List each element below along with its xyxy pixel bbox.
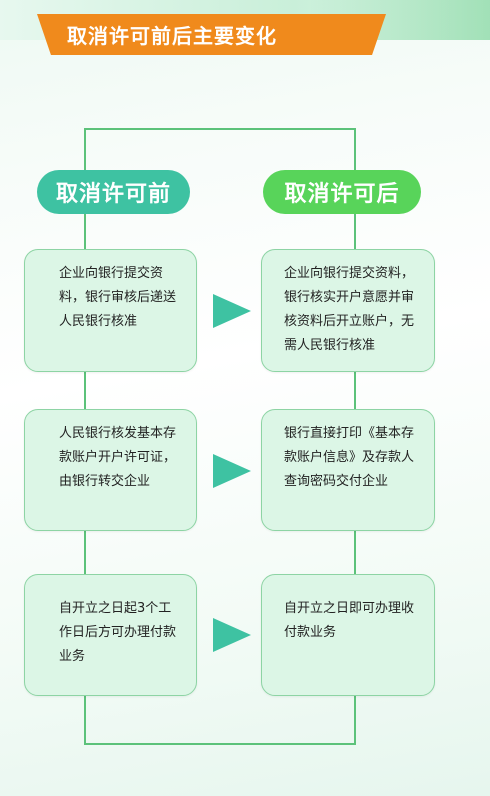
after-card-3: 自开立之日即可办理收付款业务 (261, 574, 435, 696)
right-arrow-icon (213, 618, 251, 652)
after-card-2: 银行直接打印《基本存款账户信息》及存款人查询密码交付企业 (261, 409, 435, 531)
after-column-label: 取消许可后 (263, 170, 421, 214)
before-card-2: 人民银行核发基本存款账户开户许可证，由银行转交企业 (24, 409, 197, 531)
before-card-1: 企业向银行提交资料，银行审核后递送人民银行核准 (24, 249, 197, 372)
page-title: 取消许可前后主要变化 (67, 24, 277, 48)
title-banner: 取消许可前后主要变化 (37, 14, 386, 55)
right-arrow-icon (213, 454, 251, 488)
before-column-label: 取消许可前 (37, 170, 190, 214)
right-arrow-icon (213, 294, 251, 328)
after-card-1: 企业向银行提交资料，银行核实开户意愿并审核资料后开立账户，无需人民银行核准 (261, 249, 435, 372)
before-card-3: 自开立之日起3个工作日后方可办理付款业务 (24, 574, 197, 696)
